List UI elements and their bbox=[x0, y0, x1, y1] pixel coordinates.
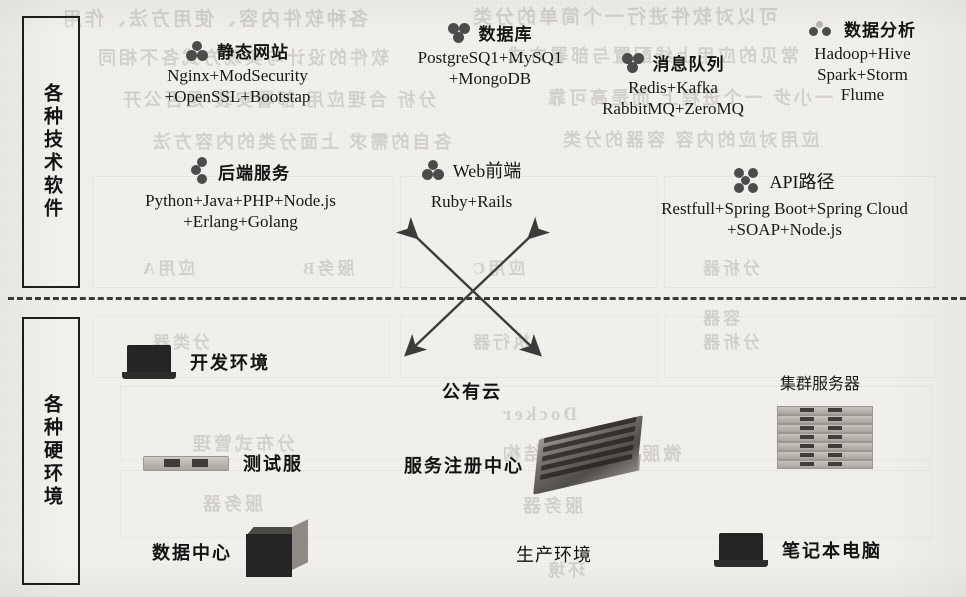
hw-label: 测试服 bbox=[243, 454, 303, 475]
node-web-frontend: Web前端 Ruby+Rails bbox=[384, 157, 559, 213]
label-production-env: 生产环境 bbox=[516, 545, 592, 565]
node-message-queue: 消息队列 Redis+Kafka RabbitMQ+ZeroMQ bbox=[558, 50, 788, 119]
hw-label: 数据中心 bbox=[152, 543, 232, 564]
hw-test-server: 测试服 bbox=[143, 450, 303, 476]
node-title: 数据库 bbox=[478, 25, 533, 45]
three-dot-cluster-icon bbox=[421, 160, 444, 180]
node-desc: Nginx+ModSecurity +OpenSSL+Bootstap bbox=[164, 66, 311, 106]
arrow-nw-se bbox=[395, 216, 542, 357]
node-desc: Restfull+Spring Boot+Spring Cloud +SOAP+… bbox=[661, 199, 908, 239]
server-strip-icon bbox=[143, 455, 229, 471]
node-desc: Python+Java+PHP+Node.js +Erlang+Golang bbox=[145, 191, 336, 231]
server-rack-icon bbox=[777, 406, 873, 472]
five-dot-grid-icon bbox=[734, 168, 760, 194]
node-api-path: API路径 Restfull+Spring Boot+Spring Cloud … bbox=[612, 168, 957, 240]
hw-label: 笔记本电脑 bbox=[782, 541, 882, 562]
cube-icon bbox=[246, 519, 308, 577]
node-title: 消息队列 bbox=[652, 55, 725, 75]
node-database: 数据库 PostgreSQ1+MySQ1 +MongoDB bbox=[375, 20, 605, 89]
node-desc: PostgreSQ1+MySQ1 +MongoDB bbox=[417, 48, 563, 88]
node-data-analysis: 数据分析 Hadoop+Hive Spark+Storm Flume bbox=[770, 16, 955, 106]
category-box-software: 各种技术软件 bbox=[22, 16, 80, 288]
node-desc: Hadoop+Hive Spark+Storm Flume bbox=[814, 44, 911, 105]
node-title: 后端服务 bbox=[218, 163, 290, 184]
label-service-registry: 服务注册中心 bbox=[404, 456, 524, 477]
hw-label: 开发环境 bbox=[190, 353, 270, 374]
node-title: 静态网站 bbox=[217, 43, 289, 63]
hw-label: 集群服务器 bbox=[779, 376, 860, 393]
category-label-software: 各种技术软件 bbox=[40, 83, 63, 221]
three-dot-cluster-inverted-icon bbox=[447, 22, 470, 43]
laptop-icon bbox=[122, 345, 176, 379]
laptop-icon bbox=[714, 533, 768, 567]
node-title: API路径 bbox=[769, 172, 835, 192]
node-title: Web前端 bbox=[452, 161, 522, 181]
mainframe-icon bbox=[532, 415, 644, 495]
hw-data-center: 数据中心 bbox=[152, 519, 308, 577]
category-label-hardware: 各种硬环境 bbox=[40, 393, 63, 509]
vertical-dot-cluster-icon bbox=[191, 157, 209, 185]
node-desc: Ruby+Rails bbox=[430, 192, 513, 211]
node-backend-service: 后端服务 Python+Java+PHP+Node.js +Erlang+Gol… bbox=[98, 157, 383, 232]
hw-notebook-pc: 笔记本电脑 bbox=[714, 533, 882, 567]
node-desc: Redis+Kafka RabbitMQ+ZeroMQ bbox=[602, 78, 744, 118]
hw-cluster-server: 集群服务器 bbox=[766, 370, 880, 472]
node-title: 数据分析 bbox=[844, 21, 916, 41]
node-static-site: 静态网站 Nginx+ModSecurity +OpenSSL+Bootstap bbox=[110, 38, 365, 107]
arrow-ne-sw bbox=[404, 216, 551, 357]
label-public-cloud: 公有云 bbox=[442, 382, 502, 403]
three-dot-cluster-icon bbox=[186, 40, 208, 61]
category-box-hardware: 各种硬环境 bbox=[22, 317, 80, 585]
hw-dev-env: 开发环境 bbox=[122, 345, 270, 379]
two-dot-cluster-icon bbox=[809, 20, 835, 37]
three-dot-cluster-inverted-icon bbox=[621, 52, 644, 73]
section-divider bbox=[8, 297, 966, 300]
